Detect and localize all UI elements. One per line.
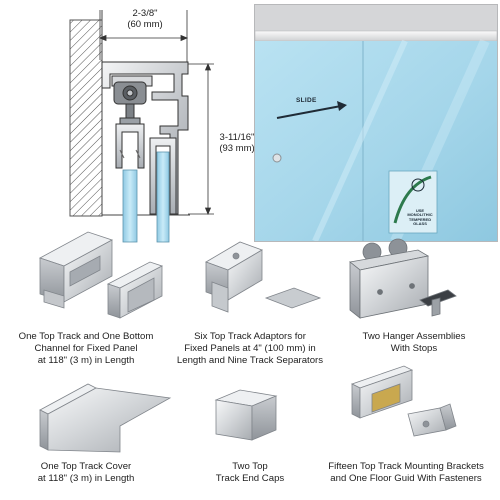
top-track-cover-image bbox=[39, 383, 172, 453]
component-caption-top-track: One Top Track and One Bottom Channel for… bbox=[18, 331, 154, 366]
height-dimension-line bbox=[185, 62, 214, 216]
mounting-brackets-and-floor-guide-image bbox=[350, 365, 457, 437]
decal-text: USE MONOLITHIC TEMPERED GLASS bbox=[407, 208, 433, 226]
slide-label: SLIDE bbox=[296, 97, 317, 104]
hanger-assemblies-image bbox=[349, 238, 457, 319]
component-caption-hanger-assemblies: Two Hanger Assemblies With Stops bbox=[362, 331, 466, 354]
width-dimension-label: 2-3/8" (60 mm) bbox=[127, 8, 163, 30]
component-caption-track-adaptors: Six Top Track Adaptors for Fixed Panels … bbox=[176, 331, 324, 366]
component-caption-end-caps: Two Top Track End Caps bbox=[215, 461, 285, 484]
glass-door-photo: SLIDE USE MONOLITHIC TEMPERED GLASS bbox=[254, 4, 498, 242]
width-dimension-line bbox=[98, 10, 189, 70]
top-track-profile bbox=[101, 61, 189, 215]
slide-arrow bbox=[276, 101, 347, 119]
wall-hatch bbox=[69, 19, 103, 217]
top-track-and-bottom-channel-image bbox=[38, 231, 164, 319]
glass-panels bbox=[122, 151, 170, 243]
component-caption-top-track-cover: One Top Track Cover at 118" (3 m) in Len… bbox=[37, 461, 135, 484]
height-dimension-label: 3-11/16" (93 mm) bbox=[214, 132, 260, 154]
track-adaptors-and-separators-image bbox=[205, 241, 322, 313]
tempered-glass-decal bbox=[388, 170, 438, 234]
track-end-caps-image bbox=[214, 389, 278, 441]
component-caption-mounting-brackets: Fifteen Top Track Mounting Brackets and … bbox=[328, 461, 484, 484]
